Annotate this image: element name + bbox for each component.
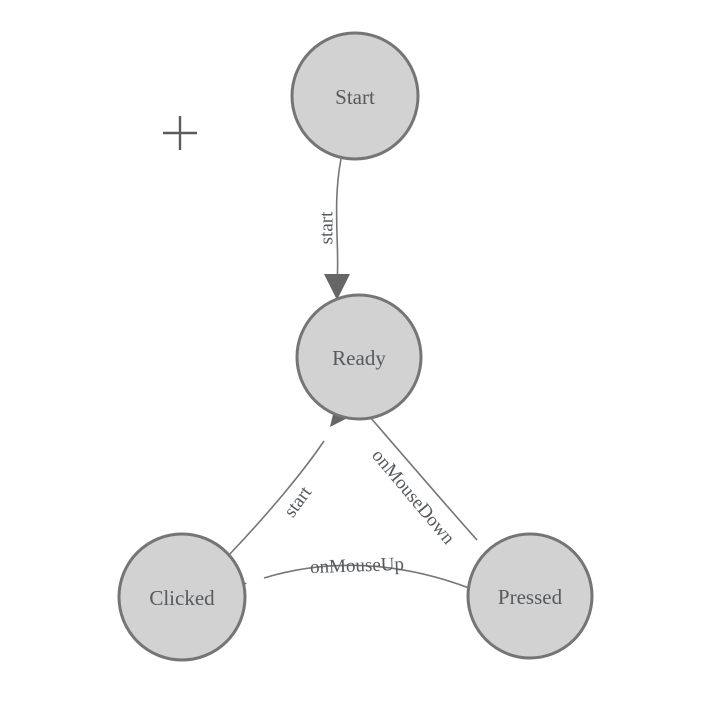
arrowhead-icon xyxy=(324,274,350,300)
state-node-shape[interactable] xyxy=(466,532,594,660)
edge-path[interactable] xyxy=(263,564,470,589)
state-node-start[interactable]: Start xyxy=(290,31,420,161)
edge-path[interactable] xyxy=(227,440,325,557)
edge-label-pressed-to-clicked: onMouseUp xyxy=(310,554,405,578)
edge-label-ready-to-pressed: onMouseDown xyxy=(367,445,459,549)
state-node-shape[interactable] xyxy=(117,532,247,662)
state-node-label: Pressed xyxy=(498,585,563,609)
edge-path[interactable] xyxy=(335,158,342,283)
edge-label-start-to-ready: start xyxy=(317,211,338,244)
edge-label-clicked-to-ready: start xyxy=(280,482,317,521)
state-node-pressed[interactable]: Pressed xyxy=(466,532,594,660)
state-node-shape[interactable] xyxy=(290,31,420,161)
edge-start-to-ready[interactable]: start xyxy=(317,158,351,300)
state-node-label: Ready xyxy=(332,346,386,370)
state-node-label: Clicked xyxy=(149,586,215,610)
state-node-shape[interactable] xyxy=(295,293,423,421)
edge-path[interactable] xyxy=(369,416,478,541)
edge-clicked-to-ready[interactable]: start xyxy=(227,399,356,557)
crosshair-cursor-icon xyxy=(163,116,197,150)
state-node-clicked[interactable]: Clicked xyxy=(117,532,247,662)
edge-pressed-to-clicked[interactable]: onMouseUp xyxy=(218,554,470,601)
node-layer: Start Ready Clicked Pressed xyxy=(117,31,594,662)
state-node-label: Start xyxy=(335,85,375,109)
state-node-ready[interactable]: Ready xyxy=(295,293,423,421)
